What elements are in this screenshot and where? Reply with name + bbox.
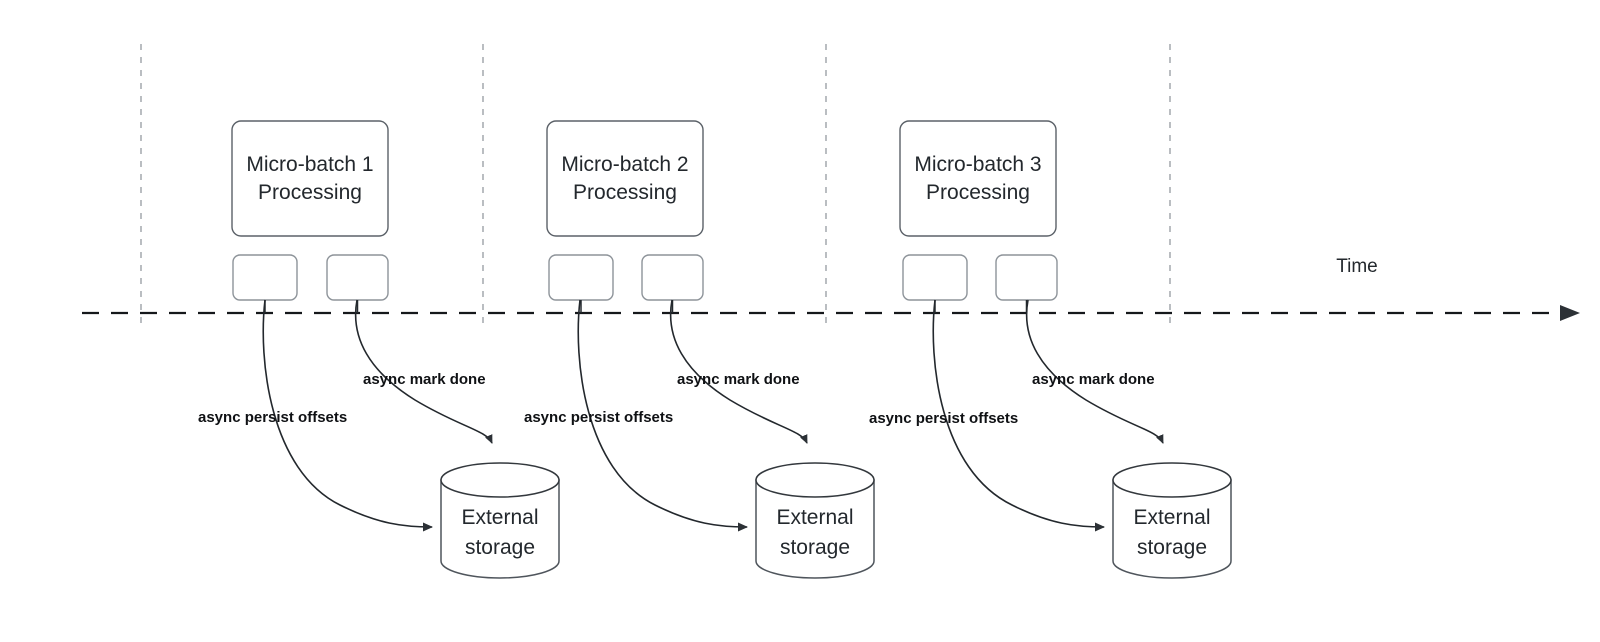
async-mark-done-edge-label: async mark done [1032, 371, 1155, 388]
mark-done-task-box[interactable] [641, 254, 704, 301]
external-storage-cylinder-body [755, 479, 875, 579]
external-storage-cylinder-body [1112, 479, 1232, 579]
process-box-micro-batch-3[interactable] [899, 120, 1057, 237]
async-mark-done-edge [669, 299, 808, 444]
async-persist-offsets-edge [262, 299, 433, 532]
arrow-right-icon [1560, 305, 1580, 321]
external-storage-cylinder-top [440, 462, 560, 498]
external-storage-label-line1: External [1133, 506, 1210, 529]
process-box-label-line2: Processing [573, 181, 677, 204]
process-box-micro-batch-2[interactable] [546, 120, 704, 237]
process-box-label-line2: Processing [258, 181, 362, 204]
process-box-label-line2: Processing [926, 181, 1030, 204]
offset-task-box[interactable] [232, 254, 298, 301]
mark-done-task-box[interactable] [326, 254, 389, 301]
process-box-label-line1: Micro-batch 3 [914, 153, 1041, 176]
mark-done-task-box[interactable] [995, 254, 1058, 301]
external-storage-label-line2: storage [465, 536, 535, 559]
async-mark-done-edge-label: async mark done [363, 371, 486, 388]
process-box-label-line1: Micro-batch 2 [561, 153, 688, 176]
external-storage-label-line2: storage [1137, 536, 1207, 559]
external-storage-cylinder-body [440, 479, 560, 579]
external-storage-cylinder-top [755, 462, 875, 498]
timeline-tick-group [140, 44, 1171, 330]
external-storage-label-line1: External [776, 506, 853, 529]
time-axis-label: Time [1336, 256, 1378, 277]
async-persist-offsets-edge-label: async persist offsets [198, 409, 347, 426]
process-box-micro-batch-1[interactable] [231, 120, 389, 237]
async-persist-offsets-edge-label: async persist offsets [869, 410, 1018, 427]
async-mark-done-edge [354, 299, 493, 444]
time-axis: Time [82, 256, 1580, 321]
async-mark-done-edge-label: async mark done [677, 371, 800, 388]
offset-task-box[interactable] [902, 254, 968, 301]
external-storage-cylinder-top [1112, 462, 1232, 498]
async-mark-done-edge [1025, 299, 1164, 444]
async-persist-offsets-edge [577, 299, 748, 532]
process-box-label-line1: Micro-batch 1 [246, 153, 373, 176]
external-storage-label-line2: storage [780, 536, 850, 559]
external-storage-label-line1: External [461, 506, 538, 529]
async-persist-offsets-edge [932, 299, 1105, 532]
offset-task-box[interactable] [548, 254, 614, 301]
async-persist-offsets-edge-label: async persist offsets [524, 409, 673, 426]
